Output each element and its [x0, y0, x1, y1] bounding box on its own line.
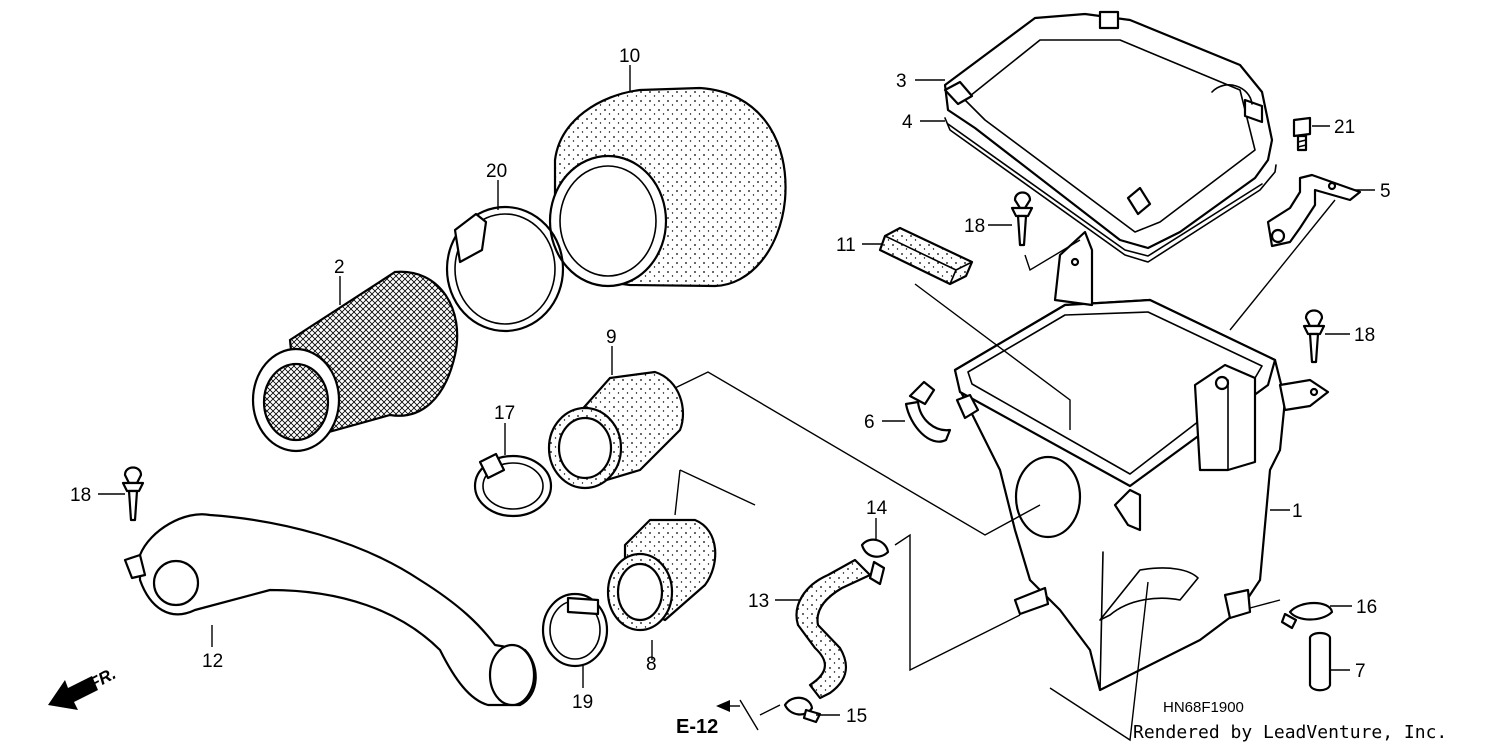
- callout-19[interactable]: 19: [572, 692, 593, 713]
- push-pin-c: [121, 466, 145, 522]
- breather-tube: [795, 558, 872, 700]
- clamp-16: [1280, 601, 1334, 630]
- joint: [606, 518, 717, 632]
- callout-9[interactable]: 9: [606, 327, 617, 348]
- callout-12[interactable]: 12: [202, 651, 223, 672]
- callout-labels: 1 2 3 4 5 6 7 8 9 10 11 12 13 14 15 16 1…: [70, 46, 1391, 727]
- intake-duct: [123, 513, 537, 707]
- push-pin-a: [1010, 191, 1034, 247]
- mesh-screen: [251, 270, 459, 453]
- callout-20[interactable]: 20: [486, 161, 507, 182]
- band-clamp: [445, 205, 565, 333]
- callout-13[interactable]: 13: [748, 591, 769, 612]
- push-pin-b: [1302, 309, 1326, 364]
- callout-3[interactable]: 3: [896, 71, 907, 92]
- bracket: [1266, 173, 1362, 248]
- callout-10[interactable]: 10: [619, 46, 640, 67]
- credit-text: Rendered by LeadVenture, Inc.: [1133, 722, 1447, 743]
- callout-6[interactable]: 6: [864, 412, 875, 433]
- housing-cover: [943, 10, 1274, 250]
- clip-15: [783, 696, 822, 724]
- hose-clamp-19: [541, 592, 609, 668]
- callout-11[interactable]: 11: [836, 235, 856, 256]
- hose-clamp-17: [473, 452, 553, 518]
- bolt: [1292, 116, 1312, 152]
- air-cleaner-case: [953, 230, 1330, 692]
- drain-tube: [1308, 631, 1332, 692]
- callout-16[interactable]: 16: [1356, 597, 1377, 618]
- reference-arrow-icon: [716, 700, 740, 712]
- callout-5[interactable]: 5: [1380, 181, 1391, 202]
- callout-2[interactable]: 2: [334, 257, 345, 278]
- leader-lines: [98, 65, 1375, 742]
- callout-15[interactable]: 15: [846, 706, 867, 727]
- callout-8[interactable]: 8: [646, 654, 657, 675]
- callout-21[interactable]: 21: [1334, 117, 1355, 138]
- callout-18-left[interactable]: 18: [70, 485, 91, 506]
- connecting-tube: [547, 370, 685, 490]
- foam-seal: [878, 226, 974, 286]
- hose-clip: [904, 380, 952, 443]
- cover-gasket: [944, 117, 1277, 263]
- filter-element: [548, 86, 787, 288]
- callout-18-top[interactable]: 18: [964, 216, 985, 237]
- callout-18-right[interactable]: 18: [1354, 325, 1375, 346]
- reference-page[interactable]: E-12: [676, 716, 718, 738]
- clip-14: [860, 538, 890, 586]
- front-arrow-icon: [48, 676, 98, 710]
- diagram-code: HN68F1900: [1163, 699, 1244, 716]
- callout-1[interactable]: 1: [1292, 501, 1303, 522]
- callout-7[interactable]: 7: [1355, 661, 1366, 682]
- callout-14[interactable]: 14: [866, 498, 888, 519]
- callout-4[interactable]: 4: [902, 112, 913, 133]
- callout-17[interactable]: 17: [494, 403, 515, 424]
